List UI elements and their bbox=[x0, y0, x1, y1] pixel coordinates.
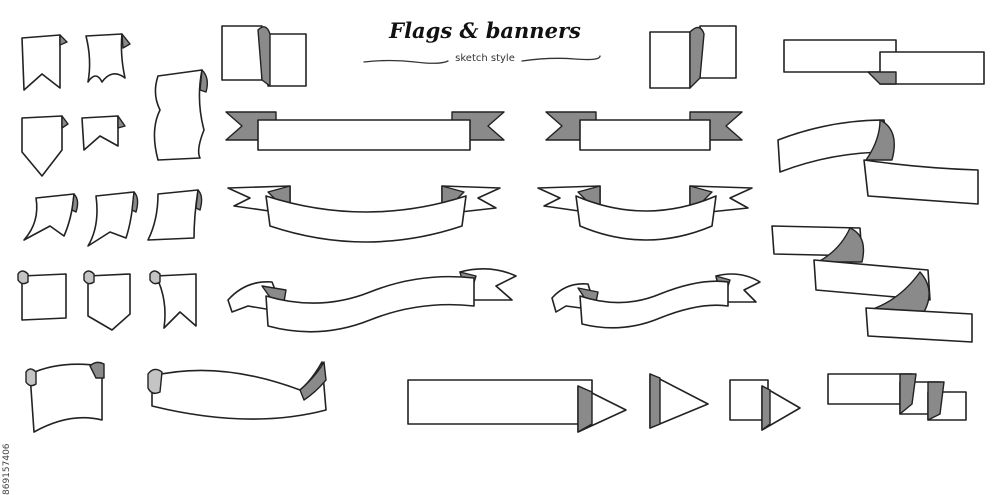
flag-wavy-scroll bbox=[25, 361, 105, 433]
flag-swallowtail bbox=[21, 34, 68, 91]
flag-curl-3 bbox=[147, 189, 203, 241]
banner-step-fold bbox=[783, 39, 985, 85]
ribbon-straight-left bbox=[225, 111, 505, 151]
banner-arrow-long bbox=[407, 379, 627, 433]
flag-curl-2 bbox=[87, 191, 139, 247]
ribbon-curved-left bbox=[227, 185, 501, 243]
flag-curl-1 bbox=[23, 193, 79, 241]
flag-triangle bbox=[649, 373, 709, 429]
flag-scroll-1 bbox=[17, 270, 67, 321]
banner-collection bbox=[17, 25, 985, 433]
banner-folded-square-right bbox=[649, 25, 737, 89]
ribbon-sweeping bbox=[147, 361, 327, 420]
flag-scroll-2 bbox=[83, 270, 131, 331]
page-subtitle: sketch style bbox=[455, 53, 515, 64]
ribbon-s-curve-right-1 bbox=[777, 119, 979, 205]
ribbon-curved-right bbox=[537, 185, 753, 241]
ribbon-s-curve-right-2 bbox=[771, 225, 973, 343]
title-underline-left bbox=[363, 59, 449, 64]
flag-pointed bbox=[21, 115, 69, 177]
flag-scroll-3 bbox=[149, 270, 197, 329]
banner-folded-square-left bbox=[221, 25, 307, 87]
flag-tall-wavy bbox=[153, 69, 209, 161]
title-underline-right bbox=[521, 55, 601, 62]
flag-notched bbox=[81, 115, 126, 151]
banner-step-small bbox=[827, 373, 967, 421]
ribbon-straight-right bbox=[545, 111, 743, 151]
illustration-canvas: Flags & banners sketch style 869157406 bbox=[2, 18, 985, 495]
ribbon-wavy-right bbox=[551, 273, 761, 329]
page-title: Flags & banners bbox=[389, 18, 581, 43]
flag-wavy bbox=[85, 33, 131, 83]
flag-square-with-arrow bbox=[729, 379, 801, 431]
ribbon-wavy-left bbox=[227, 268, 517, 333]
